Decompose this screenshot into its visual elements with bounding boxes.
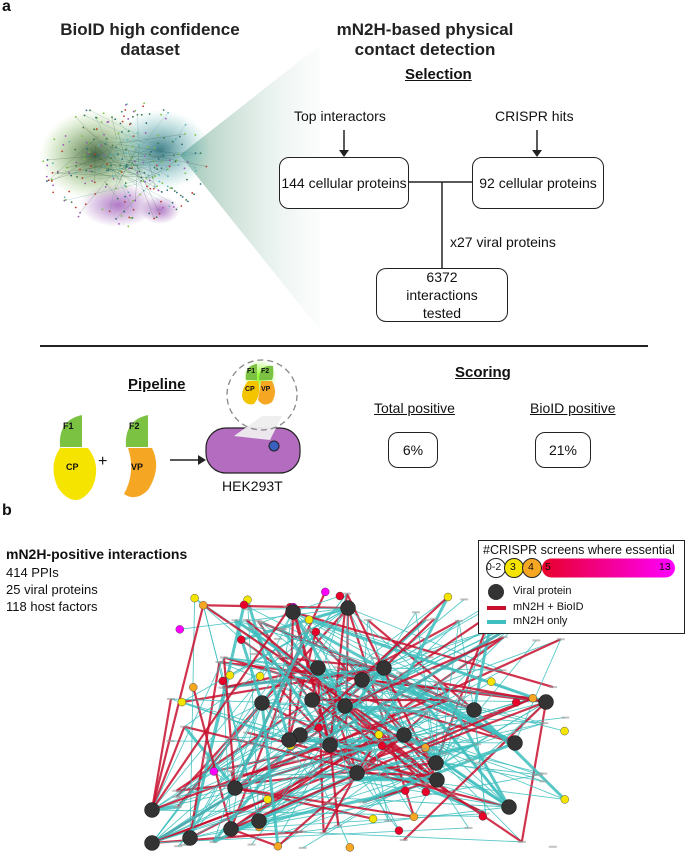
legend-scale-4: 4 [528, 561, 534, 573]
cp-shape [53, 448, 97, 500]
total-positive-label: Total positive [374, 400, 455, 416]
zoom-f1-label: F1 [247, 368, 256, 375]
network-dots [42, 102, 208, 228]
cp-label: CP [66, 462, 79, 472]
box-92-proteins: 92 cellular proteins [472, 157, 604, 209]
crispr-hits-label: CRISPR hits [495, 108, 574, 124]
legend-viral-protein: Viral protein [513, 585, 572, 597]
nucleus [268, 440, 280, 452]
box-144-proteins: 144 cellular proteins [279, 157, 409, 209]
zoom-cp-label: CP [245, 386, 255, 393]
top-interactors-label: Top interactors [294, 108, 386, 124]
f2-label: F2 [129, 421, 140, 431]
vp-shape [124, 448, 157, 498]
stat-host: 118 host factors [6, 599, 98, 614]
total-positive-value: 6% [388, 432, 438, 468]
legend-title: #CRISPR screens where essential [483, 543, 675, 557]
legend-graphics [486, 558, 675, 624]
zoom-vp-label: VP [261, 386, 271, 393]
network-nodes [144, 587, 570, 852]
f2-shape [125, 415, 148, 447]
panel-b-title: mN2H-positive interactions [6, 546, 188, 562]
vp-label: VP [131, 462, 144, 472]
section-divider [40, 345, 648, 347]
legend-mn2h-only: mN2H only [513, 615, 568, 627]
network-cluster-purple-2 [140, 196, 180, 224]
legend-mn2h-bioid: mN2H + BioID [513, 601, 584, 613]
panel-letter-b: b [2, 502, 12, 519]
f1-label: F1 [63, 421, 74, 431]
bioid-positive-value: 21% [535, 432, 591, 468]
selection-label: Selection [405, 66, 472, 83]
f1-shape [59, 415, 82, 447]
legend-scale-0-2: 0-2 [486, 561, 502, 573]
pipeline-label: Pipeline [128, 376, 186, 393]
stat-viral: 25 viral proteins [6, 582, 98, 597]
bioid-positive-label: BioID positive [530, 400, 616, 416]
box-interactions-tested: 6372 interactions tested [376, 268, 508, 322]
panel-letter-a: a [2, 0, 11, 15]
scoring-label: Scoring [455, 364, 511, 381]
zoom-f2-label: F2 [261, 368, 270, 375]
stat-ppis: 414 PPIs [6, 565, 59, 580]
legend-scale-13: 13 [659, 561, 671, 573]
bioid-heading: BioID high confidence dataset [60, 20, 240, 59]
plus-sign: + [98, 453, 108, 470]
legend-scale-5: 5 [545, 561, 551, 573]
hek293t-label: HEK293T [222, 478, 283, 494]
mn2h-heading: mN2H-based physical contact detection [336, 20, 514, 59]
legend-scale-3: 3 [510, 561, 516, 573]
legend: #CRISPR screens where essential 0-2 3 4 … [478, 540, 685, 634]
viral-multiplier: x27 viral proteins [450, 234, 556, 250]
zoom-cone [180, 45, 320, 330]
